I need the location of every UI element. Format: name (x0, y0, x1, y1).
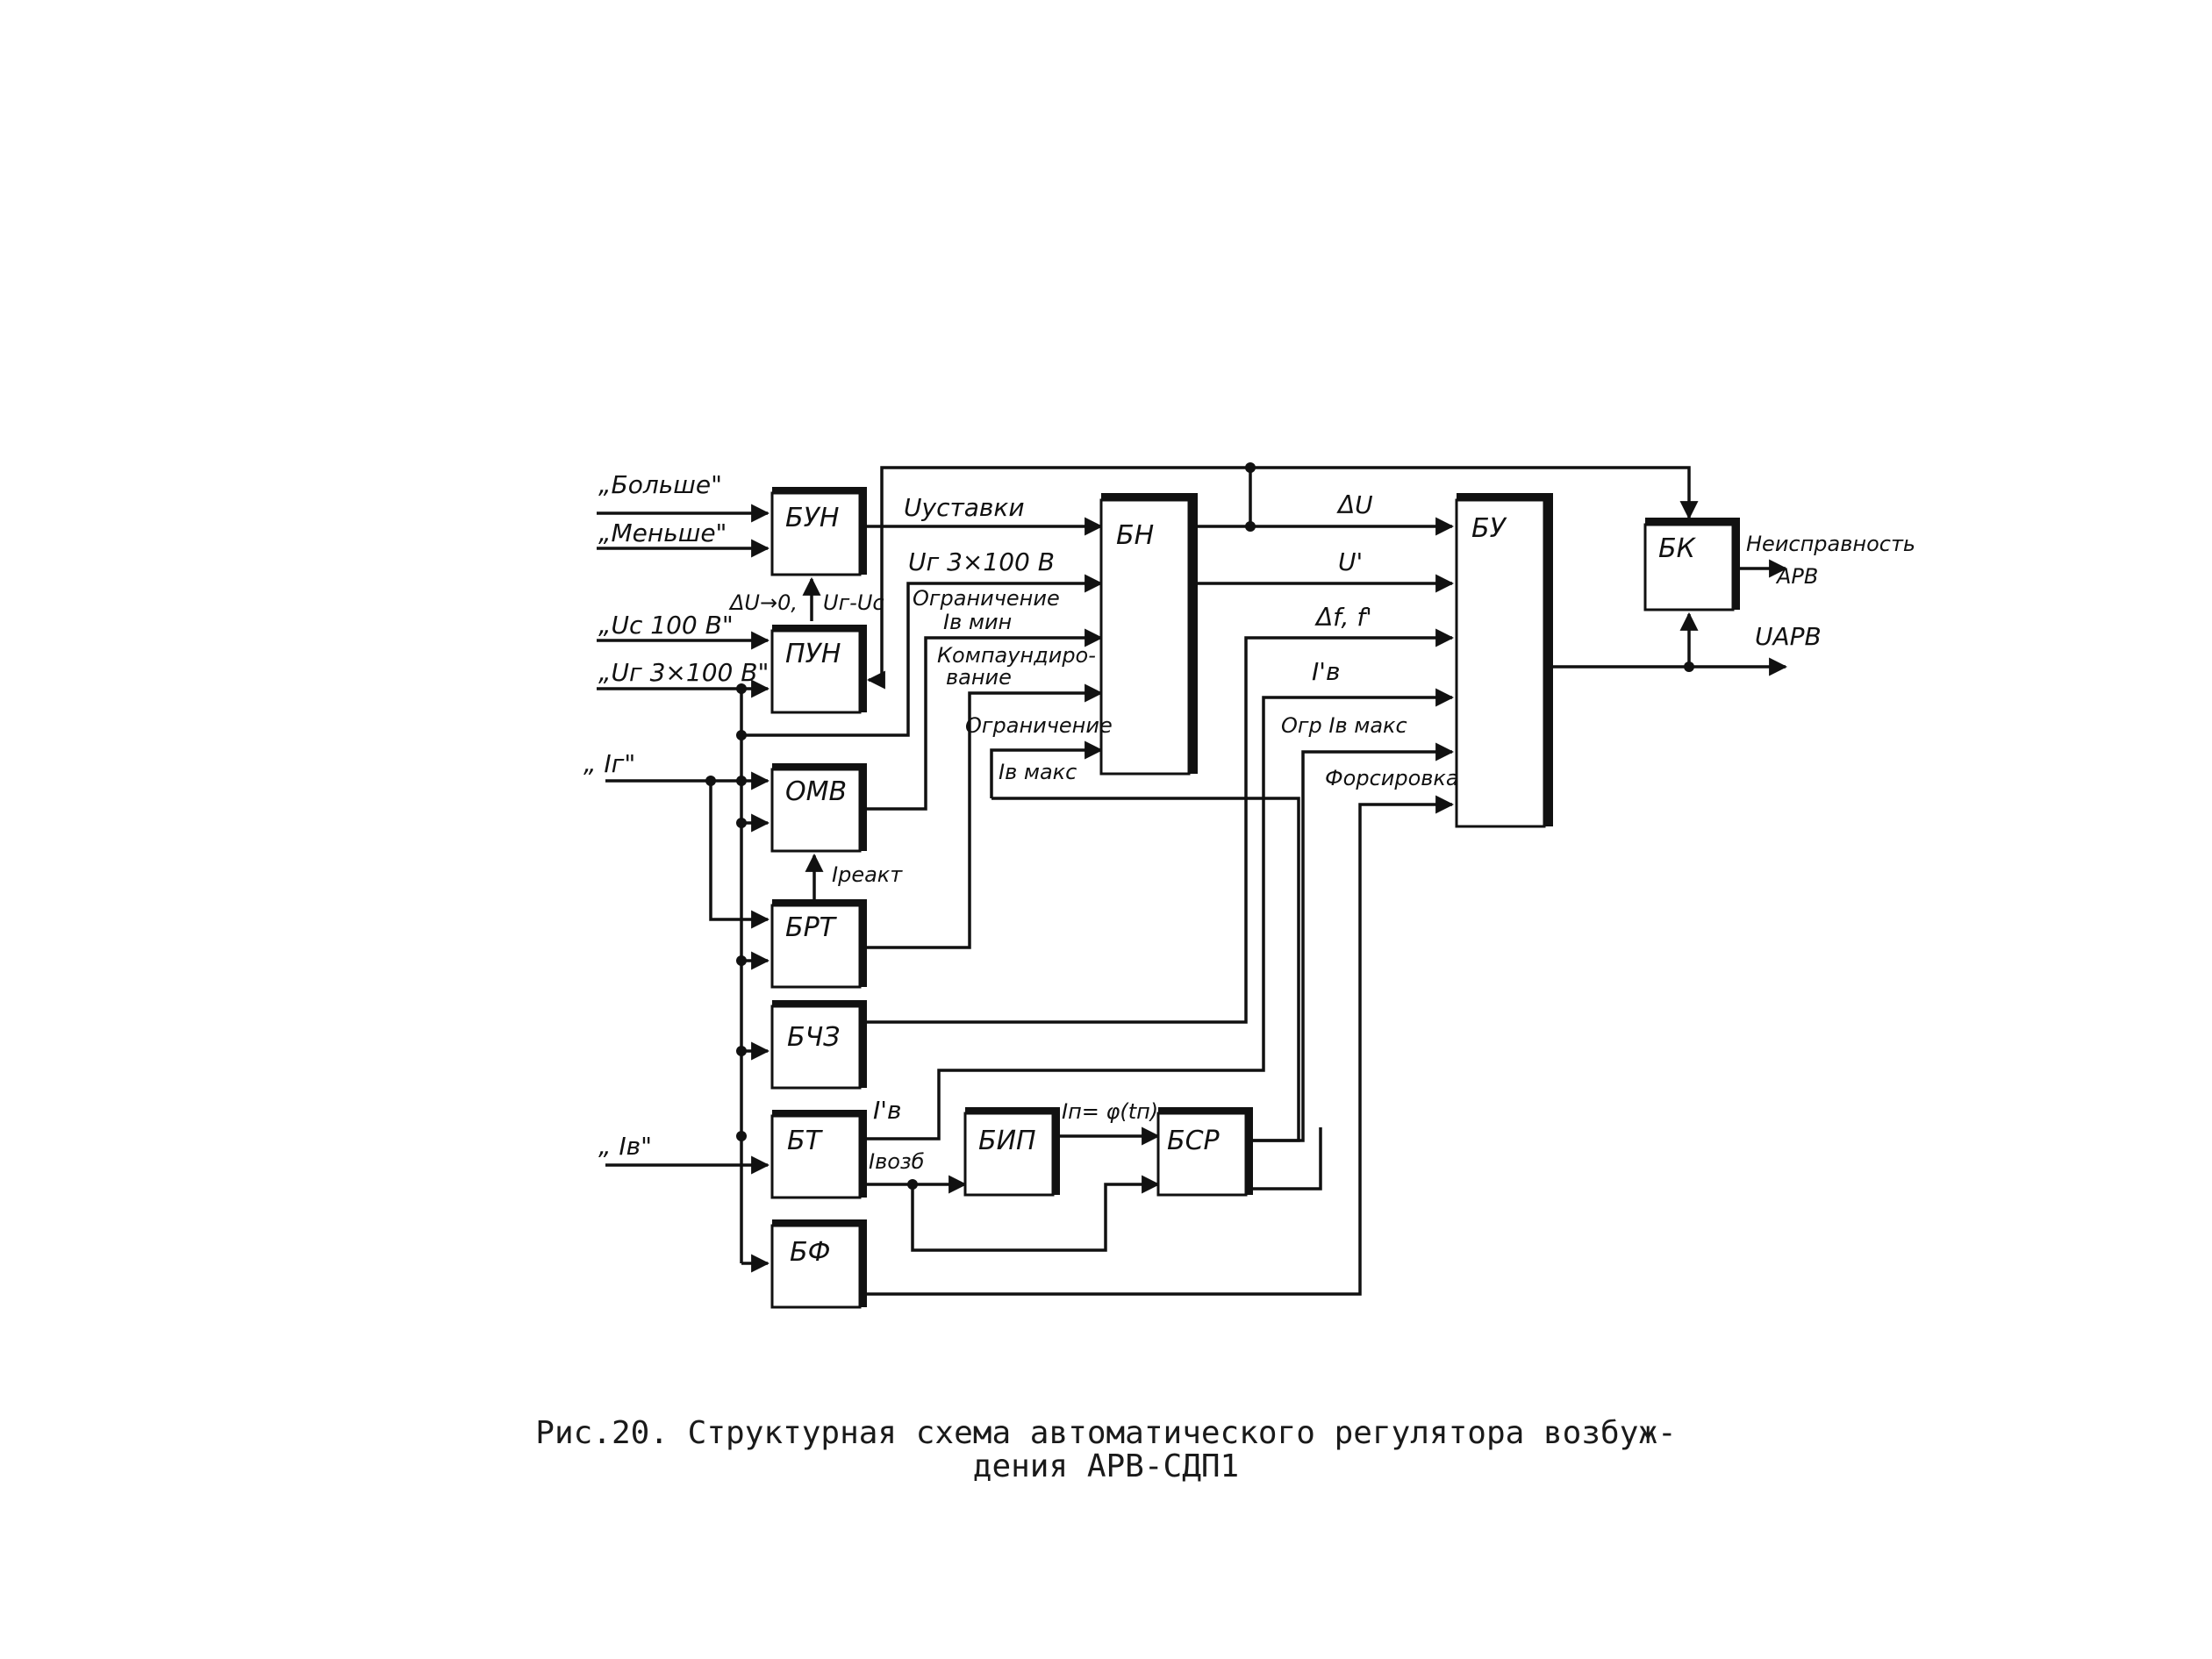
input-ur3x100: „Uг 3×100 В" (598, 658, 769, 687)
label-ogr-max-2: Iв макс (999, 760, 1077, 784)
block-bn: БН (1099, 493, 1198, 776)
input-labels: „Больше" „Меньше" „Uc 100 В" „Uг 3×100 В… (583, 470, 769, 1161)
label-df-f: Δf, f' (1314, 603, 1372, 632)
block-omv: ОМВ (770, 763, 867, 853)
block-bchz-label: БЧЗ (787, 1022, 840, 1053)
label-neispravnost-2: АРВ (1775, 564, 1818, 589)
label-neispravnost-1: Неисправность (1746, 532, 1915, 556)
label-ogr-min-1: Ограничение (913, 586, 1060, 611)
figure-caption: Рис.20. Структурная схема автоматическог… (0, 1417, 2212, 1484)
label-komp-1: Компаундиро- (937, 643, 1096, 668)
label-i-v-prime: I'в (1312, 657, 1340, 686)
block-bk-label: БК (1658, 533, 1697, 564)
block-brt-label: БРТ (785, 912, 838, 943)
block-bt-label: БТ (787, 1126, 824, 1156)
label-du: ΔU (1336, 490, 1373, 519)
block-brt: БРТ (770, 899, 867, 989)
block-pun: ПУН (770, 625, 867, 714)
block-omv-label: ОМВ (785, 776, 847, 807)
junction-dots (705, 462, 1694, 1190)
block-bu-label: БУ (1471, 513, 1507, 544)
block-bt: БТ (770, 1110, 867, 1199)
label-ur-3x100: Uг 3×100 В (908, 547, 1055, 576)
label-ogr-max-1: Ограничение (965, 713, 1113, 738)
block-bip-label: БИП (978, 1126, 1036, 1156)
block-bip: БИП (963, 1107, 1060, 1197)
input-ig: „ Iг" (583, 749, 635, 778)
block-pun-label: ПУН (785, 639, 841, 669)
input-iv: „ Iв" (598, 1132, 652, 1161)
input-bolshe: „Больше" (598, 470, 722, 499)
label-i-n-phi: Iп= φ(tп) (1062, 1099, 1158, 1124)
label-ogr-min-2: Iв мин (943, 610, 1012, 634)
label-i-vozb: Iвозб (869, 1149, 925, 1174)
label-u-arv: UАРВ (1755, 622, 1822, 651)
label-u-prime: U' (1338, 547, 1363, 576)
caption-line-2: дения АРВ-СДП1 (972, 1448, 1240, 1484)
caption-line-1: Рис.20. Структурная схема автоматическог… (535, 1415, 1677, 1451)
block-bu: БУ (1455, 493, 1553, 828)
block-bf-label: БФ (790, 1237, 830, 1268)
block-bun-label: БУН (785, 503, 839, 533)
label-forsirovka: Форсировка (1325, 766, 1459, 790)
block-bk: БК (1643, 518, 1740, 611)
label-komp-2: вание (946, 665, 1012, 690)
label-ogr-iv-max: Огр Iв макс (1281, 713, 1407, 738)
block-bchz: БЧЗ (770, 1000, 867, 1090)
block-bsr: БСР (1156, 1107, 1253, 1197)
block-bsr-label: БСР (1167, 1126, 1221, 1156)
label-du-zero: ΔU→0, (728, 590, 798, 615)
label-ur-uc: Uг-Uс (823, 590, 884, 615)
block-bn-label: БН (1116, 520, 1154, 551)
label-i-v-prime-bt: I'в (873, 1096, 901, 1125)
block-bf: БФ (770, 1219, 867, 1309)
input-uc100: „Uc 100 В" (598, 611, 734, 640)
label-i-reakt: Iреакт (832, 862, 903, 887)
signal-labels: Uуставки Uг 3×100 В ΔU→0, Uг-Uс Ограниче… (728, 490, 1915, 1174)
input-menshe: „Меньше" (598, 518, 727, 547)
block-bun: БУН (770, 487, 867, 576)
label-u-ustavki: Uуставки (904, 493, 1025, 522)
